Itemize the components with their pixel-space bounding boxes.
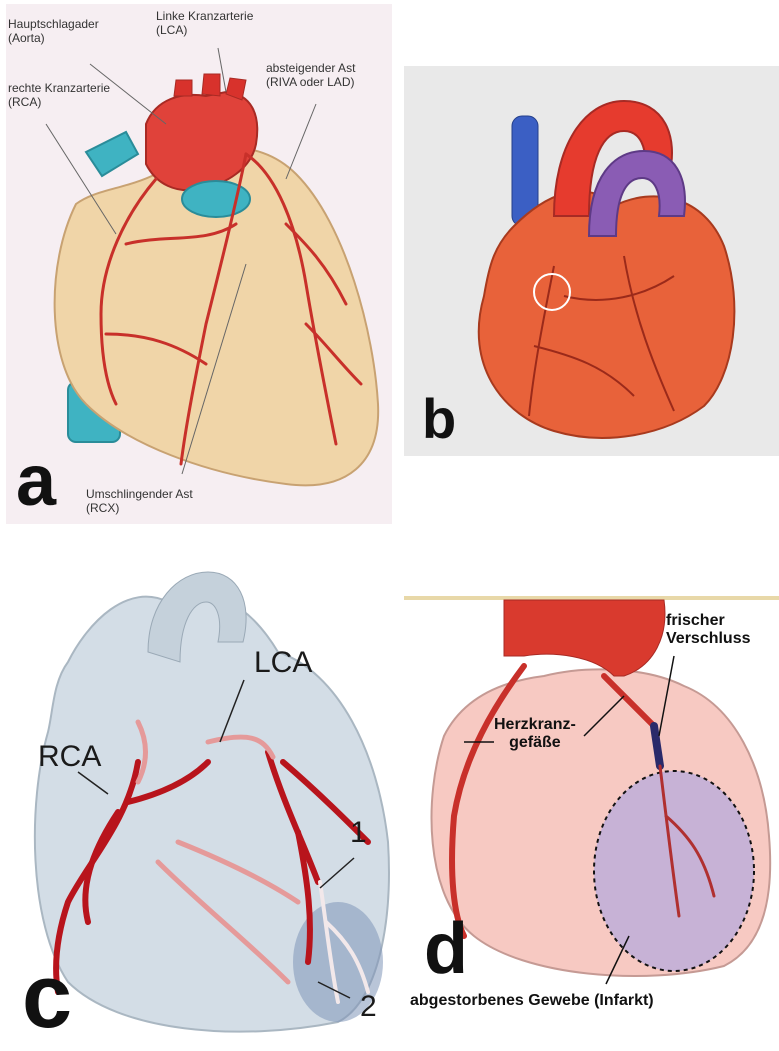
label-rca: rechte Kranzarterie(RCA): [8, 82, 110, 110]
panel-c-heart-arteries: LCA RCA 1 2 c: [8, 562, 394, 1048]
panel-letter-a: a: [16, 440, 56, 522]
panel-letter-c: c: [22, 946, 72, 1048]
panel-b-heart-3d: b: [404, 66, 779, 456]
label-riva: absteigender Ast(RIVA oder LAD): [266, 62, 355, 90]
heart-illustration-b: [404, 66, 779, 456]
label-rca: RCA: [38, 740, 101, 775]
label-coronary-vessels: Herzkranz-gefäße: [494, 716, 576, 753]
panel-a-heart-anatomy: Hauptschlagader(Aorta) Linke Kranzarteri…: [6, 4, 392, 524]
label-marker-1: 1: [350, 816, 367, 851]
label-infarct: abgestorbenes Gewebe (Infarkt): [410, 992, 654, 1010]
label-aorta: Hauptschlagader(Aorta): [8, 18, 99, 46]
panel-letter-b: b: [422, 386, 456, 451]
panel-letter-d: d: [424, 908, 468, 990]
label-rcx: Umschlingender Ast(RCX): [86, 488, 193, 516]
label-lca: Linke Kranzarterie(LCA): [156, 10, 253, 38]
label-marker-2: 2: [360, 990, 377, 1025]
label-lca: LCA: [254, 646, 312, 681]
